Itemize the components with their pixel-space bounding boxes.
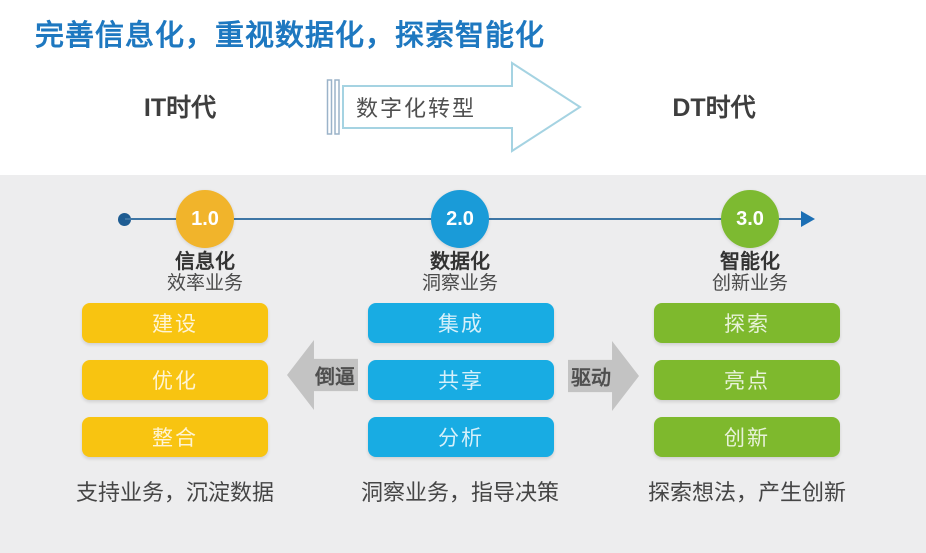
stage-circle-2: 2.0 — [431, 190, 489, 248]
transform-arrow-label: 数字化转型 — [356, 96, 477, 121]
stage-name: 智能化 — [720, 251, 780, 273]
stage-item-box: 探索 — [654, 303, 840, 343]
stage-subtitle: 洞察业务 — [421, 273, 498, 295]
page-title: 完善信息化，重视数据化，探索智能化 — [35, 20, 546, 52]
stage-item-box: 整合 — [82, 417, 268, 457]
stage-item-box: 创新 — [654, 417, 840, 457]
connector-label: 驱动 — [571, 367, 611, 390]
stage-caption: 支持业务，沉淀数据 — [75, 480, 274, 505]
stage-label-datafication: 数据化 洞察业务 — [375, 251, 545, 295]
stage-column-informatization: 建设 优化 整合 — [82, 303, 268, 474]
stage-subtitle: 创新业务 — [711, 273, 788, 295]
stage-column-datafication: 集成 共享 分析 — [368, 303, 554, 474]
stage-circle-3: 3.0 — [721, 190, 779, 248]
stage-caption: 探索想法，产生创新 — [647, 480, 846, 505]
stage-name: 信息化 — [175, 251, 235, 273]
stage-item-box: 亮点 — [654, 360, 840, 400]
stage-label-informatization: 信息化 效率业务 — [120, 251, 290, 295]
timeline-panel: 1.0 2.0 3.0 信息化 效率业务 数据化 洞察业务 智能化 创新业务 建… — [0, 175, 926, 553]
stage-circle-1: 1.0 — [176, 190, 234, 248]
dt-era-label: DT时代 — [672, 94, 756, 122]
stage-item-box: 分析 — [368, 417, 554, 457]
timeline-end-arrow-icon — [801, 211, 815, 227]
drive-arrow-icon: 驱动 — [568, 341, 639, 411]
stage-subtitle: 效率业务 — [166, 273, 243, 295]
stage-item-box: 优化 — [82, 360, 268, 400]
stage-name: 数据化 — [430, 251, 490, 273]
stage-item-box: 建设 — [82, 303, 268, 343]
stage-label-intelligence: 智能化 创新业务 — [665, 251, 835, 295]
connector-label: 倒逼 — [315, 366, 355, 389]
digital-transformation-arrow: 数字化转型 — [326, 60, 584, 154]
right-arrow-outline-icon — [326, 61, 582, 153]
timeline-start-dot-icon — [118, 213, 131, 226]
stage-item-box: 集成 — [368, 303, 554, 343]
it-era-label: IT时代 — [143, 94, 217, 122]
stage-caption: 洞察业务，指导决策 — [360, 480, 559, 505]
force-back-arrow-icon: 倒逼 — [287, 340, 358, 410]
stage-item-box: 共享 — [368, 360, 554, 400]
stage-column-intelligence: 探索 亮点 创新 — [654, 303, 840, 474]
